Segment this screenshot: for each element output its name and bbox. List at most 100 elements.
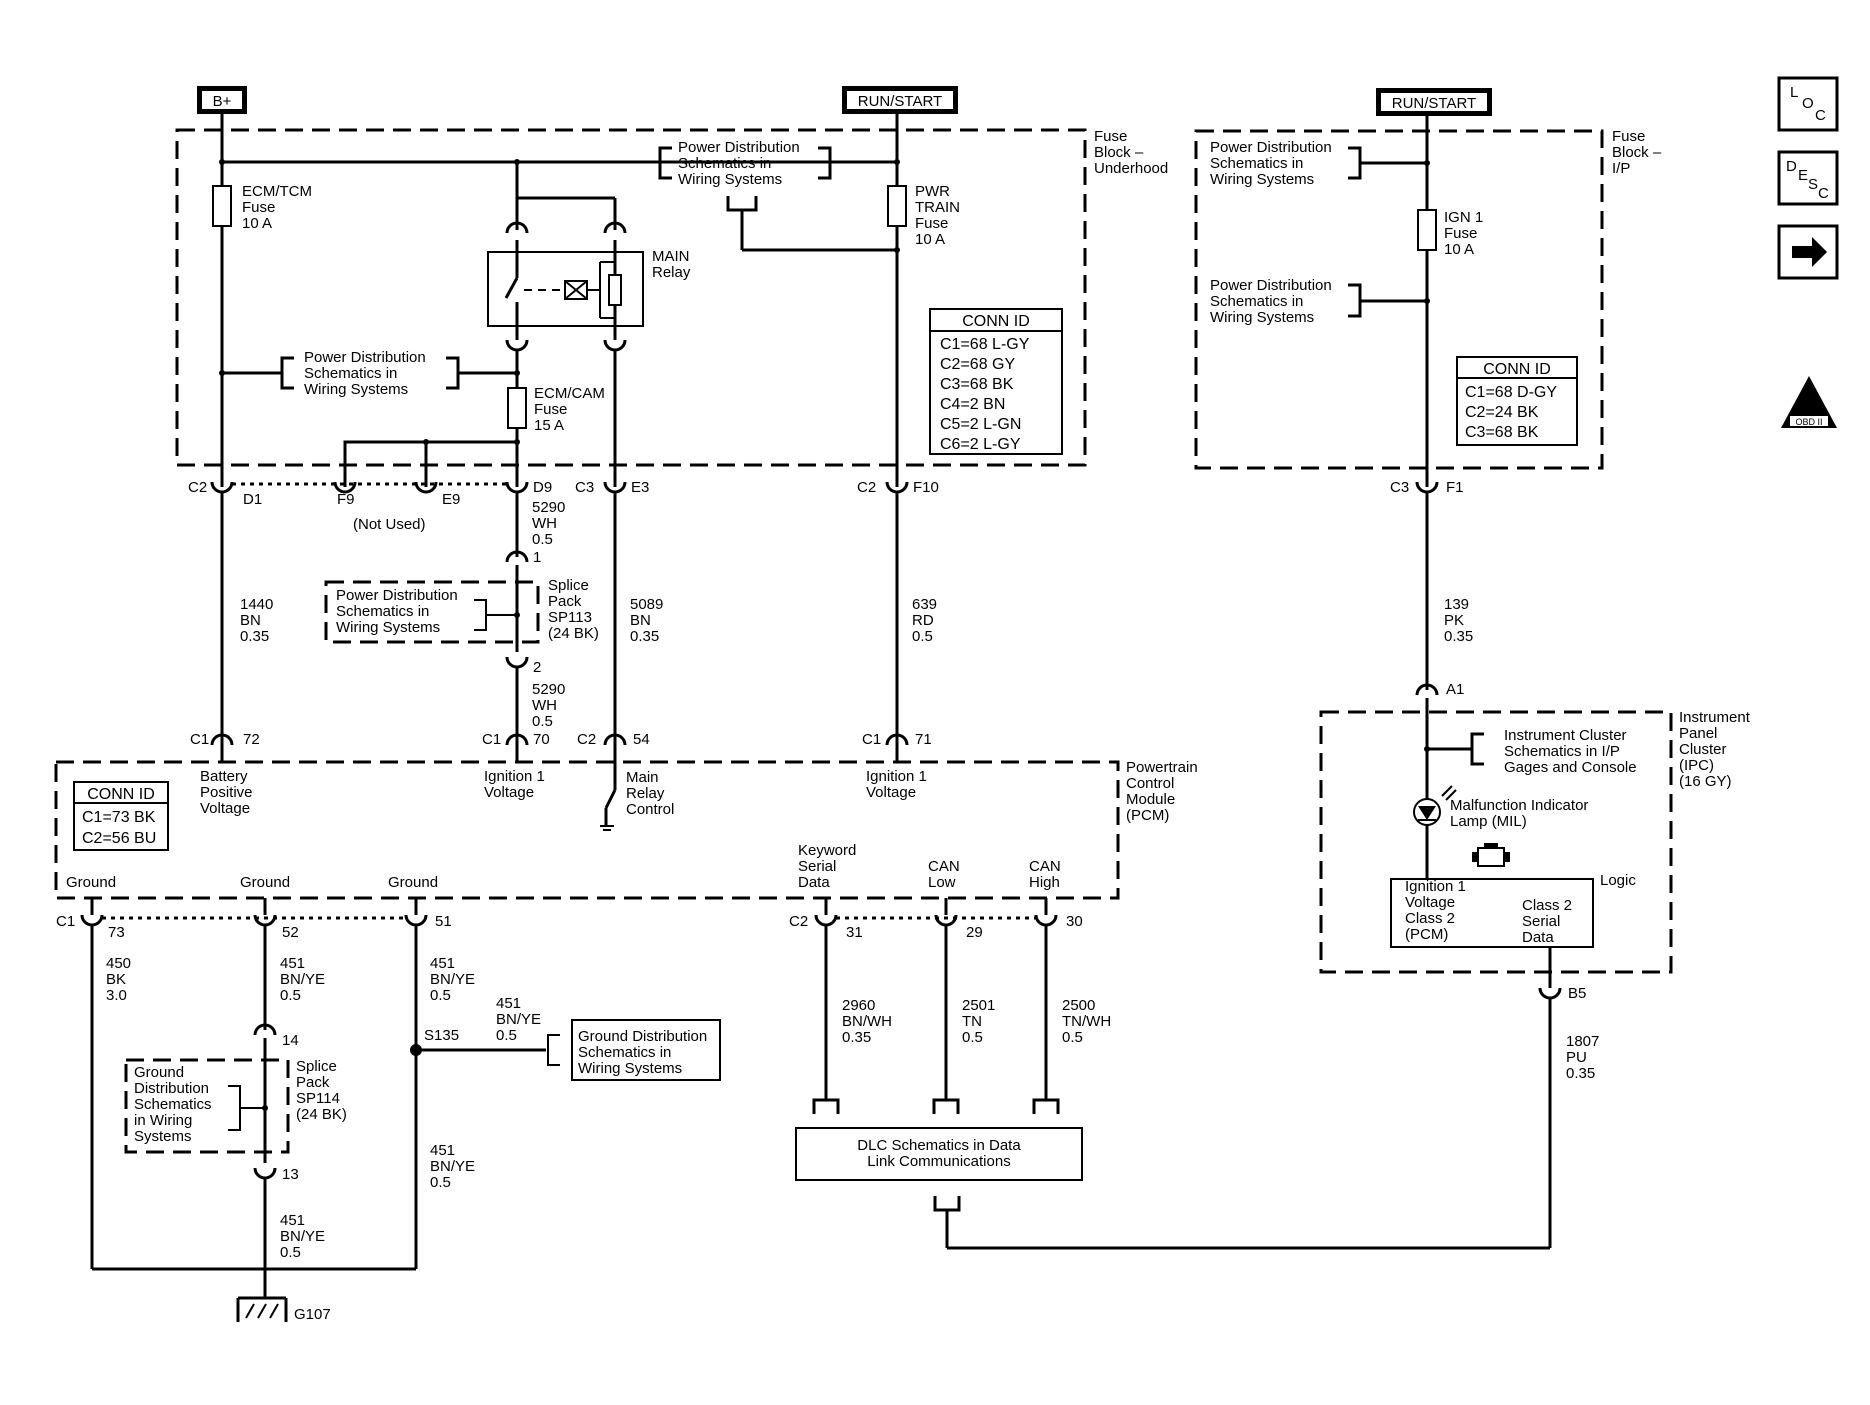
svg-text:G107: G107 xyxy=(294,1306,331,1323)
svg-text:451: 451 xyxy=(430,1142,455,1159)
svg-text:Main: Main xyxy=(626,769,659,786)
svg-text:2960: 2960 xyxy=(842,997,875,1014)
pcm-top-pins: C1 72 C1 70 C2 54 C1 71 xyxy=(190,731,932,762)
svg-text:Block –: Block – xyxy=(1094,144,1144,161)
svg-text:C3: C3 xyxy=(1390,479,1409,496)
wire-5290a: 5290 WH 0.5 xyxy=(532,499,565,548)
svg-text:High: High xyxy=(1029,874,1060,891)
svg-text:Ignition 1: Ignition 1 xyxy=(866,768,927,785)
svg-text:Gages and Console: Gages and Console xyxy=(1504,759,1637,776)
svg-text:Wiring Systems: Wiring Systems xyxy=(678,171,782,188)
svg-text:0.5: 0.5 xyxy=(962,1029,983,1046)
conn-id-ip: CONN ID C1=68 D-GY C2=24 BK C3=68 BK xyxy=(1456,356,1578,446)
svg-text:D1: D1 xyxy=(243,491,262,508)
svg-text:Fuse: Fuse xyxy=(242,199,275,216)
obd-ii-icon: II OBD II xyxy=(1781,376,1837,428)
svg-text:SP113: SP113 xyxy=(548,609,592,626)
svg-text:Cluster: Cluster xyxy=(1679,741,1727,758)
pds-top-label: Power Distribution Schematics in Wiring … xyxy=(678,139,800,188)
svg-text:BN/YE: BN/YE xyxy=(280,1228,325,1245)
engine-icon xyxy=(1472,843,1510,867)
ground-g107-icon: G107 xyxy=(236,1296,331,1323)
svg-text:F10: F10 xyxy=(913,479,939,496)
svg-text:L: L xyxy=(1790,84,1798,101)
svg-text:C1: C1 xyxy=(56,913,75,930)
svg-text:E3: E3 xyxy=(631,479,649,496)
svg-text:II: II xyxy=(1803,398,1814,420)
svg-text:in Wiring: in Wiring xyxy=(134,1112,192,1129)
svg-text:Relay: Relay xyxy=(652,264,691,281)
svg-text:D: D xyxy=(1786,158,1797,175)
svg-text:Schematics in: Schematics in xyxy=(1210,293,1303,310)
svg-text:BN: BN xyxy=(240,612,261,629)
bplus-supply: B+ xyxy=(197,86,247,114)
svg-text:ECM/TCM: ECM/TCM xyxy=(242,183,312,200)
conn-id-underhood: CONN ID C1=68 L-GY C2=68 GY C3=68 BK C4=… xyxy=(929,308,1063,455)
svg-text:Fuse: Fuse xyxy=(1444,225,1477,242)
main-relay-label: MAIN Relay xyxy=(652,248,691,281)
svg-text:10 A: 10 A xyxy=(1444,241,1474,258)
svg-text:CONN ID: CONN ID xyxy=(962,313,1030,330)
main-relay-control: Main Relay Control xyxy=(600,762,674,831)
main-relay xyxy=(487,251,644,327)
next-arrow-button[interactable] xyxy=(1777,224,1839,280)
svg-text:Link Communications: Link Communications xyxy=(867,1153,1010,1170)
svg-text:Wiring Systems: Wiring Systems xyxy=(578,1060,682,1077)
runstart-left-supply: RUN/START xyxy=(842,86,958,114)
loc-button[interactable]: L O C xyxy=(1777,76,1839,132)
desc-button[interactable]: D E S C xyxy=(1777,150,1839,206)
svg-text:C1=68 L-GY: C1=68 L-GY xyxy=(940,336,1030,353)
svg-text:BN/YE: BN/YE xyxy=(430,1158,475,1175)
svg-text:0.5: 0.5 xyxy=(496,1027,517,1044)
fuse-block-underhood xyxy=(175,128,1087,467)
runstart-right-supply: RUN/START xyxy=(1376,88,1492,116)
svg-text:TN/WH: TN/WH xyxy=(1062,1013,1111,1030)
ign1-fuse-label: IGN 1 Fuse 10 A xyxy=(1444,209,1483,258)
svg-text:Fuse: Fuse xyxy=(1612,128,1645,145)
svg-text:BN/YE: BN/YE xyxy=(496,1011,541,1028)
svg-text:Block –: Block – xyxy=(1612,144,1662,161)
svg-text:S: S xyxy=(1808,176,1818,193)
svg-text:BN/YE: BN/YE xyxy=(430,971,475,988)
svg-text:C: C xyxy=(1818,185,1829,202)
svg-text:TN: TN xyxy=(962,1013,982,1030)
wire-451d: 451 BN/YE 0.5 xyxy=(280,1212,325,1261)
svg-text:Power Distribution: Power Distribution xyxy=(336,587,458,604)
svg-text:C1: C1 xyxy=(190,731,209,748)
svg-text:BN: BN xyxy=(630,612,651,629)
svg-text:(24 BK): (24 BK) xyxy=(296,1106,347,1123)
svg-text:0.5: 0.5 xyxy=(430,987,451,1004)
ipc-label: Instrument Panel Cluster (IPC) (16 GY) xyxy=(1679,709,1751,790)
svg-text:Lamp (MIL): Lamp (MIL) xyxy=(1450,813,1527,830)
svg-text:D9: D9 xyxy=(533,479,552,496)
svg-text:Class 2: Class 2 xyxy=(1522,897,1572,914)
svg-text:CAN: CAN xyxy=(1029,858,1061,875)
wire-1807: 1807 PU 0.35 xyxy=(1566,1033,1599,1082)
svg-text:C1: C1 xyxy=(482,731,501,748)
svg-text:B+: B+ xyxy=(213,93,232,110)
svg-text:Data: Data xyxy=(798,874,830,891)
svg-text:Voltage: Voltage xyxy=(484,784,534,801)
svg-text:Schematics in: Schematics in xyxy=(678,155,771,172)
svg-text:PWR: PWR xyxy=(915,183,950,200)
svg-text:C1=73 BK: C1=73 BK xyxy=(82,809,156,826)
svg-text:30: 30 xyxy=(1066,913,1083,930)
svg-text:Power Distribution: Power Distribution xyxy=(1210,139,1332,156)
svg-text:70: 70 xyxy=(533,731,550,748)
svg-text:SP114: SP114 xyxy=(296,1090,340,1107)
svg-text:15 A: 15 A xyxy=(534,417,564,434)
svg-text:F1: F1 xyxy=(1446,479,1464,496)
svg-text:Serial: Serial xyxy=(1522,913,1560,930)
svg-text:5089: 5089 xyxy=(630,596,663,613)
svg-text:5290: 5290 xyxy=(532,499,565,516)
svg-text:51: 51 xyxy=(435,913,452,930)
ign1-fuse xyxy=(1417,209,1437,251)
svg-text:Wiring Systems: Wiring Systems xyxy=(304,381,408,398)
svg-text:RD: RD xyxy=(912,612,934,629)
svg-text:(PCM): (PCM) xyxy=(1405,926,1448,943)
svg-text:C2=24 BK: C2=24 BK xyxy=(1465,404,1539,421)
pwr-train-fuse-label: PWR TRAIN Fuse 10 A xyxy=(915,183,960,248)
svg-text:Serial: Serial xyxy=(798,858,836,875)
svg-text:639: 639 xyxy=(912,596,937,613)
svg-text:2501: 2501 xyxy=(962,997,995,1014)
